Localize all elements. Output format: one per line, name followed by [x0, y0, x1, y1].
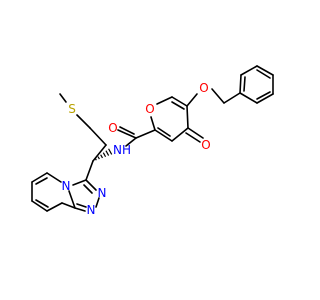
bond-c4-c3	[171, 127, 189, 142]
atom-s-label: S	[68, 102, 76, 116]
atom-n-bridge-label: N	[62, 179, 71, 193]
bonds	[31, 65, 274, 212]
bond-c8-c8a	[46, 202, 63, 212]
bond-o1-c6	[156, 96, 173, 105]
bond-ph-1	[239, 74, 242, 94]
stereo-hatch-line	[100, 154, 103, 159]
bond-c3-n2-2	[83, 184, 93, 194]
bond-nh-amide-c	[125, 137, 137, 147]
atom-n-b: N	[87, 203, 96, 217]
bond-c5-c6-2	[35, 177, 48, 185]
stereo-hatch-line	[94, 158, 97, 161]
bond-ch2-chiral	[92, 144, 107, 162]
bond-ph-5	[256, 93, 274, 104]
atom-o-ring: O	[145, 102, 154, 116]
bond-c6-c5-1	[171, 96, 188, 107]
bond-n4-c5	[46, 172, 62, 183]
bond-chiral-c3	[85, 160, 94, 181]
atom-n-b-label: N	[87, 203, 96, 217]
atom-o-keto-label: O	[201, 138, 210, 152]
structure-canvas: S NH O O O O N N N	[31, 65, 274, 217]
atom-n-bridge: N	[62, 179, 71, 193]
bond-ph-2	[240, 65, 258, 76]
bond-ph-6	[239, 92, 258, 104]
stereo-hatch-line	[105, 150, 110, 156]
bond-c3-c2-2	[157, 127, 171, 137]
bond-n4-c8a	[68, 190, 76, 209]
atom-o-amide-label: O	[108, 121, 117, 135]
bond-ph-3	[256, 65, 274, 76]
bond-c5-c6-1	[31, 172, 48, 183]
atom-n-a: N	[98, 186, 107, 200]
atom-o-ether: O	[199, 81, 208, 95]
atom-o-keto: O	[201, 138, 210, 152]
molecule-diagram: S NH O O O O N N N	[31, 65, 274, 217]
bond-c7-c8-2	[35, 199, 49, 208]
bond-ch2-ch2	[89, 127, 107, 146]
atom-o-amide: O	[108, 121, 117, 135]
bond-methyl-s	[59, 93, 67, 103]
atom-o-ring-label: O	[145, 102, 154, 116]
bond-c4-o-2	[185, 132, 201, 143]
bond-amide-c-o-2	[119, 126, 135, 135]
atom-nh: NH	[113, 143, 131, 157]
stereo-hatch-line	[108, 148, 113, 155]
atom-s: S	[68, 102, 76, 116]
bond-c8a-n1-1	[74, 207, 86, 212]
bond-c8a-n1-2	[76, 203, 87, 208]
stereo-hatch-line	[102, 152, 107, 158]
atom-nh-label: NH	[113, 143, 131, 157]
bond-oether-ch2	[211, 88, 225, 104]
bond-c3-n2-1	[85, 179, 97, 191]
bond-amide-c-o-1	[117, 129, 137, 139]
bond-ph-3b	[256, 69, 271, 79]
bond-s-ch2	[76, 114, 91, 129]
bond-c3-c2-1	[154, 129, 173, 142]
bond-c5-oether	[186, 93, 198, 107]
bond-amide-c2	[135, 129, 156, 139]
stereo-hatch-line	[97, 156, 100, 160]
bond-c4-o-1	[187, 127, 204, 139]
atom-o-ether-label: O	[199, 81, 208, 95]
atom-labels: S NH O O O O N N N	[62, 81, 211, 217]
bond-n1-n2	[95, 197, 100, 208]
atom-n-a-label: N	[98, 186, 107, 200]
bond-c8a-n4b	[61, 202, 76, 209]
bond-ch2-ph	[223, 92, 241, 104]
bond-c6-c5-2	[171, 101, 185, 110]
bond-ph-5b	[256, 91, 271, 100]
bond-c3-n4	[72, 179, 87, 186]
bond-c2-o1	[150, 116, 156, 131]
bond-ph-1b	[243, 76, 246, 92]
bond-c7-c8-1	[31, 200, 48, 212]
bond-c5-c4	[186, 105, 189, 129]
stereo-hatch-bond	[94, 148, 113, 161]
